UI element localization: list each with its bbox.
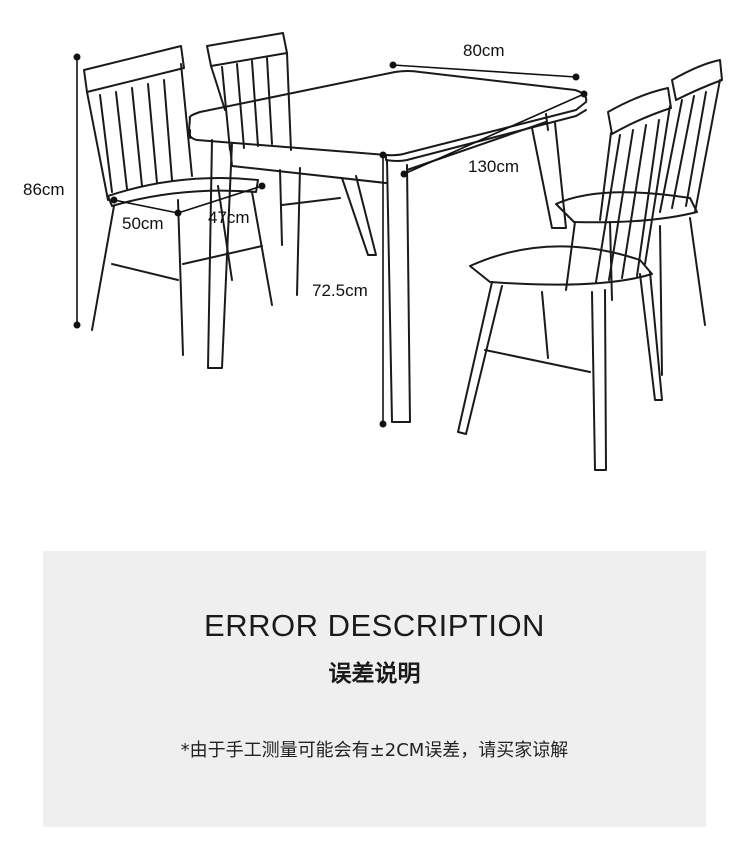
label-table-height: 72.5cm [312,281,368,300]
chair-back-middle [206,32,341,296]
dim-line-length [403,93,585,175]
chair-back-left [83,45,273,356]
table [187,70,588,423]
dim-line-width [392,64,577,78]
label-table-length: 130cm [468,157,519,176]
error-title-cn: 误差说明 [328,661,421,687]
dim-line-chair-depth [177,185,263,214]
dim-line-chair-width [113,199,179,214]
chair-right-front [457,87,672,471]
dining-set-dimension-drawing: 86cm 80cm 130cm 72.5cm 50cm 47cm [23,32,723,471]
error-title-en: ERROR DESCRIPTION [204,608,545,643]
label-table-width: 80cm [463,41,505,60]
chair-right-rear [555,59,723,376]
label-chair-height: 86cm [23,180,65,199]
label-chair-width: 50cm [122,214,164,233]
dimension-lines [76,56,585,425]
label-chair-depth: 47cm [208,208,250,227]
dimension-endpoints [73,53,588,428]
error-note: *由于手工测量可能会有±2CM误差，请买家谅解 [180,740,569,761]
error-description-panel: ERROR DESCRIPTION 误差说明 *由于手工测量可能会有±2CM误差… [43,551,706,827]
